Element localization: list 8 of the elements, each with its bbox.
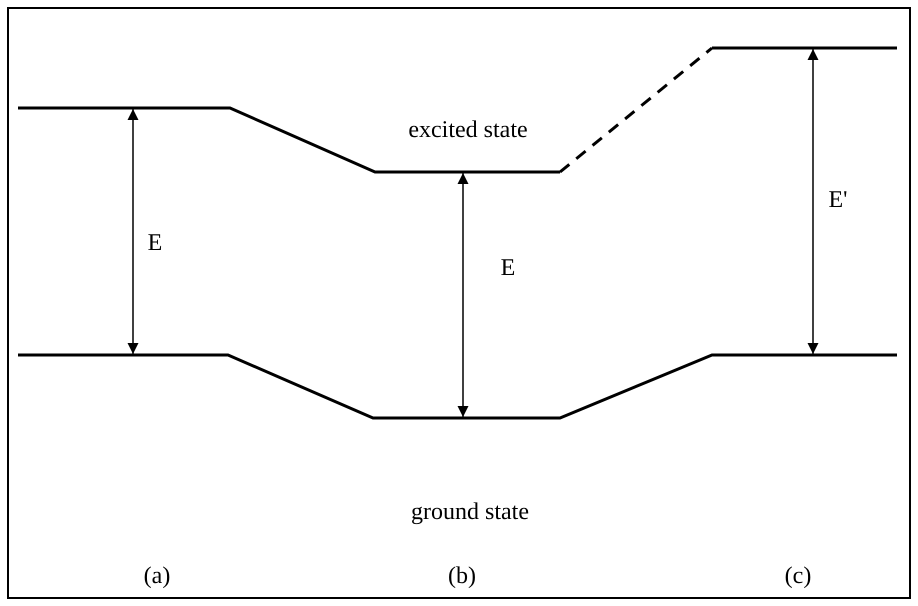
state-label: excited state <box>408 118 528 142</box>
panel-label: (b) <box>448 564 476 588</box>
energy-label: E <box>500 256 516 280</box>
panel-label: (c) <box>784 564 812 588</box>
panel-label: (a) <box>144 564 170 588</box>
energy-label: E' <box>828 188 848 212</box>
state-label: ground state <box>411 500 529 524</box>
energy-label: E <box>148 231 162 255</box>
